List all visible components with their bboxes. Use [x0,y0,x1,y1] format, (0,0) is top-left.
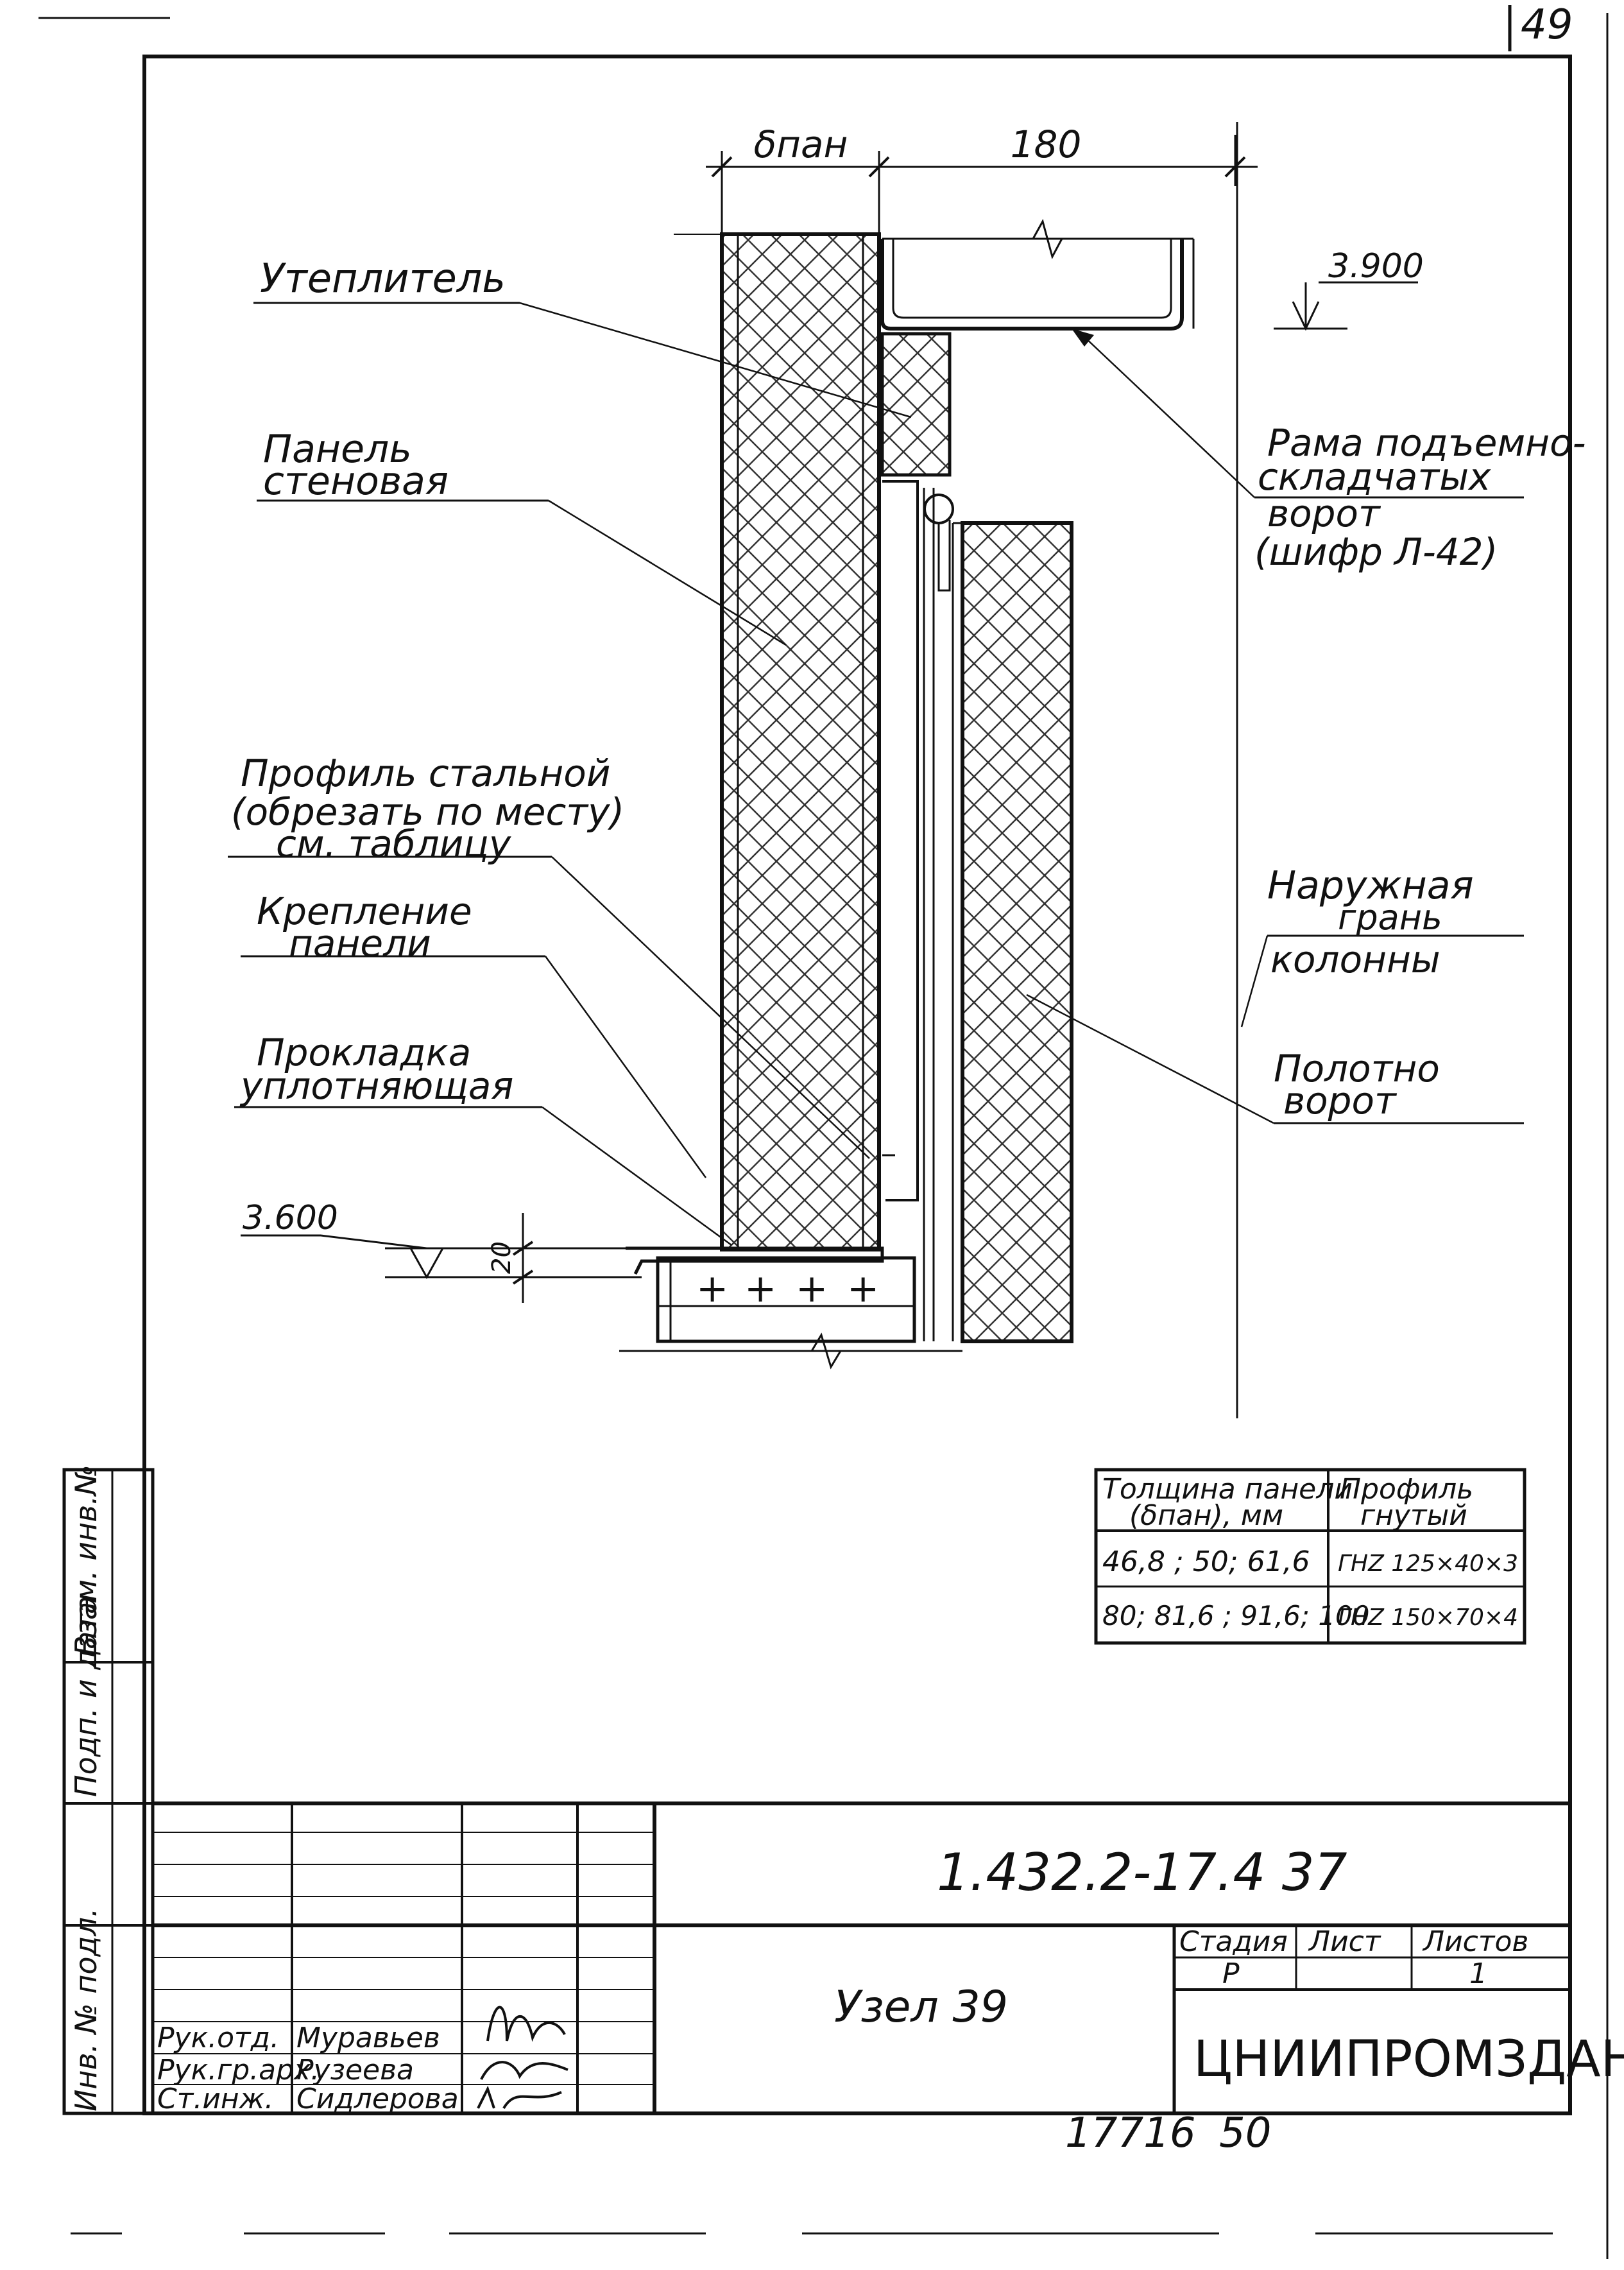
break-mark-top [1020,219,1091,260]
break-mark-bottom [799,1332,860,1370]
staff-name: Муравьев [296,2022,440,2054]
page-mark: 49 [1508,1,1573,51]
gate-frame [880,237,1195,331]
svg-text:Рама подъемно-: Рама подъемно- [1267,421,1586,465]
svg-text:уплотняющая: уплотняющая [239,1064,513,1108]
callout-gate-frame: Рама подъемно- складчатых ворот (шифр Л-… [1072,329,1586,574]
inventory-number: 17716 [1065,2110,1196,2157]
table-cell: ГНZ 125×40×3 [1338,1551,1518,1577]
signature-1 [486,2006,566,2042]
svg-text:стеновая: стеновая [263,459,449,504]
svg-text:ворот: ворот [1267,492,1381,535]
callout-column-face: Наружная грань колонны [1240,863,1524,1028]
svg-text:+: + [696,1266,728,1311]
dimension-top: δпан 180 [706,123,1258,234]
staff-name: Рузеева [296,2054,414,2086]
table-head-thickness: Толщина панели [1102,1473,1353,1506]
svg-text:+: + [847,1266,879,1311]
level-mark-top: 3.900 [1274,247,1424,331]
dim-panel-width: δпан [754,123,848,166]
steel-profile [882,480,954,1341]
side-stamp: Взам. инв.№ Подп. и дата Инв. № подл. [62,1465,155,2115]
svg-text:Профиль стальной: Профиль стальной [241,752,610,795]
svg-text:см. таблицу: см. таблицу [276,822,511,866]
insulation-block [880,332,952,477]
table-head-thickness-unit: (δпан), мм [1129,1499,1283,1532]
svg-text:складчатых: складчатых [1258,455,1491,499]
svg-text:грань: грань [1338,897,1442,938]
level-top-value: 3.900 [1328,247,1424,286]
sheets-value: 1 [1469,1957,1487,1990]
level-bottom-value: 3.600 [243,1199,338,1237]
dim-gap: 20 [487,1241,517,1274]
svg-text:ворот: ворот [1283,1079,1397,1122]
table-cell: 80; 81,6 ; 91,6; 100 [1102,1600,1370,1631]
svg-text:Панель: Панель [263,427,412,472]
table-head-profile: Профиль [1340,1473,1473,1506]
svg-text:Утеплитель: Утеплитель [260,255,506,302]
node-title: Узел 39 [834,1982,1008,2033]
side-signature-label: Подп. и дата [69,1596,103,1797]
sheet-label: Лист [1308,1925,1381,1958]
staff-role: Рук.отд. [157,2022,279,2054]
table-head-profile-type: гнутый [1360,1499,1467,1532]
table-cell: ГНZ 150×70×4 [1338,1604,1518,1631]
svg-text:колонны: колонны [1270,938,1440,981]
support-beam: + + + + [619,1246,962,1352]
stage-value: Р [1222,1957,1240,1990]
signature-3 [477,2085,562,2110]
svg-text:Крепление: Крепление [257,890,472,933]
title-block: 1.432.2-17.4 37 Узел 39 ЦНИИПРОМЗДАНИЙ С… [153,1801,1624,2157]
stage-label: Стадия [1179,1925,1288,1958]
staff-name: Сидлерова [296,2083,459,2115]
svg-text:(шифр Л-42): (шифр Л-42) [1254,530,1498,574]
staff-role: Рук.гр.арх. [157,2054,320,2086]
level-mark-bottom: 3.600 20 [241,1199,642,1303]
side-interchange-label: Взам. инв.№ [69,1465,103,1656]
sheets-label: Листов [1422,1925,1528,1958]
svg-text:Наружная: Наружная [1267,863,1474,908]
dim-gate-offset: 180 [1011,123,1082,166]
organization-name: ЦНИИПРОМЗДАНИЙ [1193,2029,1624,2088]
staff-role: Ст.инж. [157,2083,273,2115]
page-number: 49 [1521,1,1573,49]
profile-table: Толщина панели (δпан), мм Профиль гнутый… [1094,1468,1526,1645]
inventory-suffix: 50 [1219,2110,1271,2157]
signature-2 [480,2061,568,2080]
svg-text:+: + [744,1266,776,1311]
wall-panel [674,232,881,1251]
svg-text:Полотно: Полотно [1274,1047,1440,1090]
svg-text:(обрезать по месту): (обрезать по месту) [231,790,624,834]
svg-text:панели: панели [289,922,431,965]
callout-gasket: Прокладка уплотняющая [234,1031,732,1246]
callout-wall-panel: Панель стеновая [257,427,787,646]
side-original-label: Инв. № подл. [69,1908,103,2111]
callout-fastening: Крепление панели [241,890,707,1178]
callout-insulation: Утеплитель [253,255,912,418]
svg-text:Прокладка: Прокладка [257,1031,471,1074]
callout-gate-leaf: Полотно ворот [1026,993,1524,1124]
callout-steel-profile: Профиль стальной (обрезать по месту) см.… [228,752,870,1159]
svg-text:+: + [796,1266,828,1311]
drawing-code: 1.432.2-17.4 37 [937,1843,1347,1902]
sheet-frame [142,55,1572,2115]
table-cell: 46,8 ; 50; 61,6 [1102,1545,1310,1578]
gate-leaf [952,521,1073,1343]
